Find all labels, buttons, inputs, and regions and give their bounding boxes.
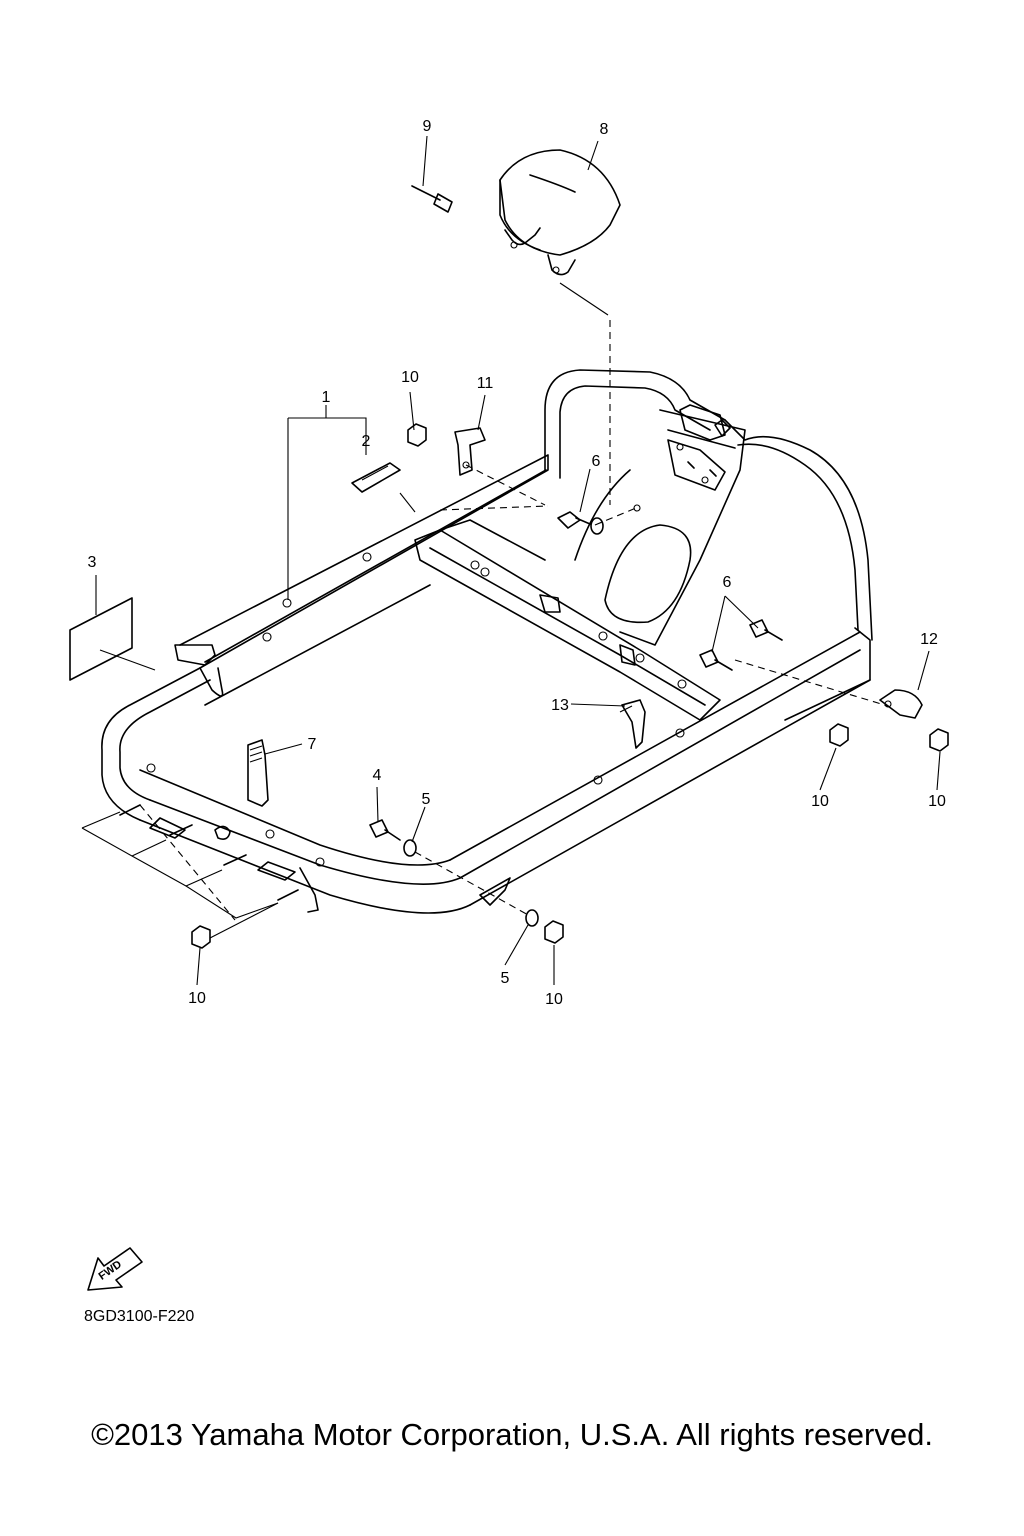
copyright-notice: ©2013 Yamaha Motor Corporation, U.S.A. A… <box>91 1417 933 1452</box>
frame-assembly <box>101 454 871 914</box>
callout-8: 8 <box>600 121 609 138</box>
cross-member <box>414 519 721 721</box>
callout-1: 1 <box>322 389 331 406</box>
callout-2: 2 <box>362 433 371 450</box>
callout-12: 12 <box>920 631 938 648</box>
part-11-clip <box>454 427 486 476</box>
bolts <box>119 511 783 901</box>
callouts: 9 8 10 11 1 2 6 3 6 12 13 7 4 5 10 10 5 … <box>88 118 946 1008</box>
nuts-and-washers <box>191 423 949 949</box>
callout-10-top: 10 <box>401 369 419 386</box>
callout-5-upper: 5 <box>422 791 431 808</box>
callout-10-front-right: 10 <box>545 991 563 1008</box>
part-3-label <box>69 597 133 681</box>
part-2-plate <box>351 462 401 493</box>
callout-3: 3 <box>88 554 97 571</box>
part-12-clip <box>879 689 923 719</box>
seat-frame <box>544 369 873 646</box>
part-7-strap <box>247 739 269 807</box>
callout-4: 4 <box>373 767 382 784</box>
callout-13: 13 <box>551 697 569 714</box>
callout-11: 11 <box>477 375 494 392</box>
callout-6-right: 6 <box>723 574 732 591</box>
callout-10-right-inner: 10 <box>811 793 829 810</box>
callout-6-upper: 6 <box>592 453 601 470</box>
part-8-pad <box>499 149 621 276</box>
callout-5-lower: 5 <box>501 970 510 987</box>
callout-7: 7 <box>308 736 317 753</box>
leader-lines <box>81 135 941 986</box>
diagram-code: 8GD3100-F220 <box>84 1308 195 1325</box>
callout-10-right-outer: 10 <box>928 793 946 810</box>
fwd-arrow-icon: FWD <box>87 1247 143 1291</box>
part-9-rivet <box>411 185 453 213</box>
callout-10-front-left: 10 <box>188 990 206 1007</box>
callout-9: 9 <box>423 118 432 135</box>
part-13-bracket <box>619 699 646 749</box>
assembly-lines <box>139 320 889 921</box>
